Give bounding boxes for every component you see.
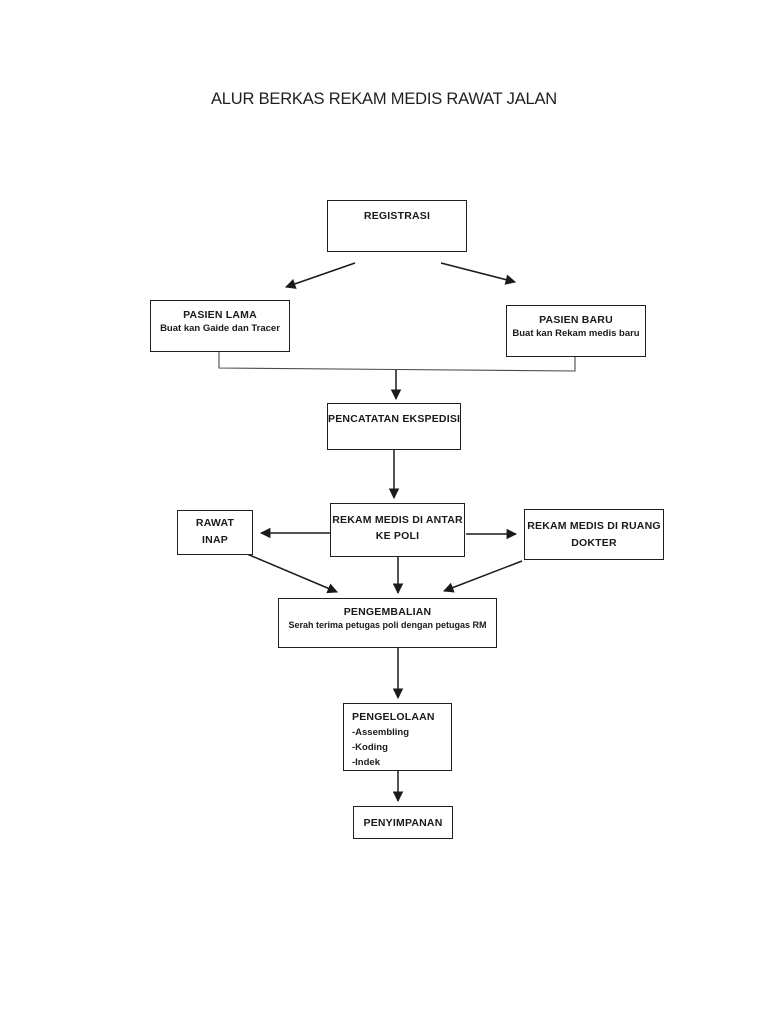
node-pasien-baru-subtitle: Buat kan Rekam medis baru xyxy=(512,328,640,339)
node-pasien-lama-label: PASIEN LAMA xyxy=(183,309,257,321)
node-pengelolaan-item-indek: -Indek xyxy=(352,757,380,768)
node-ruang-dokter-line1: REKAM MEDIS DI RUANG xyxy=(527,520,661,532)
node-registrasi-label: REGISTRASI xyxy=(363,210,431,222)
node-ruang-dokter-line2: DOKTER xyxy=(571,537,617,549)
edge-rawatinap-pengembalian xyxy=(246,553,338,594)
node-rawat-inap-line2: INAP xyxy=(202,534,228,546)
node-pasien-lama-subtitle: Buat kan Gaide dan Tracer xyxy=(160,323,280,334)
node-pengelolaan: PENGELOLAAN -Assembling -Koding -Indek xyxy=(343,703,452,771)
node-pengembalian-subtitle: Serah terima petugas poli dengan petugas… xyxy=(288,620,487,630)
page-title: ALUR BERKAS REKAM MEDIS RAWAT JALAN xyxy=(211,90,557,108)
node-rawat-inap-line1: RAWAT xyxy=(195,517,235,529)
node-pengelolaan-item-koding: -Koding xyxy=(352,742,388,753)
node-rekam-medis-di-ruang-dokter: REKAM MEDIS DI RUANG DOKTER xyxy=(524,509,664,560)
edge-registrasi-pasien-baru xyxy=(440,262,517,285)
node-penyimpanan: PENYIMPANAN xyxy=(353,806,453,839)
edge-pasien-merge-line xyxy=(218,352,576,372)
node-registrasi: REGISTRASI xyxy=(327,200,467,252)
node-pengelolaan-label: PENGELOLAAN xyxy=(352,711,435,723)
node-rekam-medis-di-antar-ke-poli: REKAM MEDIS DI ANTAR KE POLI xyxy=(330,503,465,557)
node-antar-ke-poli-line1: REKAM MEDIS DI ANTAR xyxy=(332,514,463,526)
node-pengelolaan-item-assembling: -Assembling xyxy=(352,727,410,738)
node-pengembalian: PENGEMBALIAN Serah terima petugas poli d… xyxy=(278,598,497,648)
node-pencatatan-ekspedisi-label: PENCATATAN EKSPEDISI xyxy=(328,413,461,425)
node-antar-ke-poli-line2: KE POLI xyxy=(375,530,420,542)
node-pencatatan-ekspedisi: PENCATATAN EKSPEDISI xyxy=(327,403,461,450)
node-penyimpanan-label: PENYIMPANAN xyxy=(363,816,443,829)
node-pasien-lama: PASIEN LAMA Buat kan Gaide dan Tracer xyxy=(150,300,290,352)
edge-registrasi-pasien-lama xyxy=(285,262,356,289)
node-pengembalian-label: PENGEMBALIAN xyxy=(343,606,432,618)
node-rawat-inap: RAWAT INAP xyxy=(177,510,253,555)
edge-ruangdokter-pengembalian xyxy=(443,560,523,593)
node-pasien-baru-label: PASIEN BARU xyxy=(539,314,613,326)
node-pasien-baru: PASIEN BARU Buat kan Rekam medis baru xyxy=(506,305,646,357)
